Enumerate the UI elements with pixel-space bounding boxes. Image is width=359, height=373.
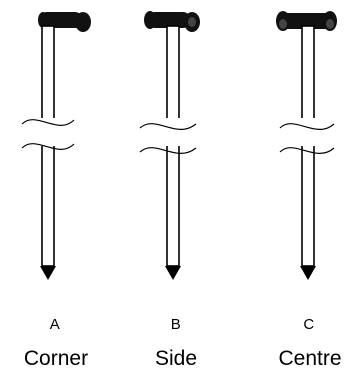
break-mark-corner <box>21 118 75 150</box>
arrow-tip-side <box>165 266 181 280</box>
label-side: Side <box>155 347 197 370</box>
label-centre: Centre <box>278 347 341 370</box>
letter-a: A <box>50 316 61 333</box>
probe-handle-side <box>144 11 200 32</box>
break-mark-side <box>139 118 197 154</box>
label-corner: Corner <box>24 347 88 370</box>
probe-corner <box>21 12 91 280</box>
probe-side <box>139 11 200 280</box>
probe-centre <box>276 11 337 280</box>
break-mark-centre <box>279 118 335 154</box>
letter-b: B <box>171 316 182 333</box>
probe-handle-centre <box>276 11 337 31</box>
probe-handle-corner <box>38 12 91 32</box>
letter-c: C <box>303 316 314 333</box>
arrow-tip-centre <box>300 266 316 280</box>
arrow-tip-corner <box>40 266 56 280</box>
